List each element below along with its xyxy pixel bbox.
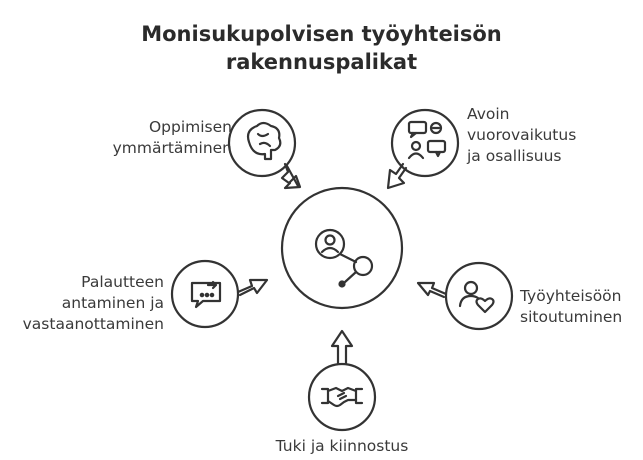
label-interaction-line-1: Avoin bbox=[467, 105, 510, 123]
label-interaction: Avoin vuorovaikutus ja osallisuus bbox=[467, 104, 617, 167]
label-support-line-1: Tuki ja kiinnostus bbox=[275, 437, 409, 455]
label-feedback-line-1: Palautteen bbox=[81, 273, 164, 291]
person-network-icon bbox=[314, 228, 374, 288]
title-line-2: rakennuspalikat bbox=[225, 50, 418, 74]
label-learning-line-2: ymmärtäminen bbox=[112, 139, 232, 157]
support-node bbox=[307, 329, 377, 432]
arrow-commitment bbox=[416, 281, 448, 299]
label-interaction-line-2: vuorovaikutus bbox=[467, 126, 577, 144]
brain-icon bbox=[246, 121, 282, 161]
label-feedback-line-3: vastaanottaminen bbox=[22, 315, 164, 333]
interaction-node bbox=[386, 108, 460, 190]
title-line-1: Monisukupolvisen työyhteisön bbox=[141, 22, 502, 46]
arrow-interaction bbox=[386, 162, 408, 190]
label-feedback: Palautteen antaminen ja vastaanottaminen bbox=[12, 272, 164, 335]
label-interaction-line-3: ja osallisuus bbox=[467, 147, 562, 165]
label-commitment-line-2: sitoutuminen bbox=[520, 308, 623, 326]
person-heart-icon bbox=[458, 280, 495, 314]
label-learning: Oppimisen ymmärtäminen bbox=[108, 117, 232, 159]
arrow-learning bbox=[280, 162, 302, 190]
label-commitment-line-1: Työyhteisöön bbox=[520, 287, 622, 305]
label-commitment: Työyhteisöön sitoutuminen bbox=[520, 286, 638, 328]
arrow-support bbox=[330, 329, 354, 366]
arrow-feedback bbox=[236, 278, 269, 297]
feedback-chat-icon bbox=[190, 280, 222, 309]
center-node bbox=[280, 186, 404, 310]
handshake-icon bbox=[320, 386, 364, 408]
label-learning-line-1: Oppimisen bbox=[148, 118, 232, 136]
label-feedback-line-2: antaminen ja bbox=[61, 294, 164, 312]
feedback-node bbox=[170, 259, 269, 329]
commitment-node bbox=[416, 261, 514, 331]
label-support: Tuki ja kiinnostus bbox=[252, 436, 432, 457]
learning-node bbox=[227, 108, 302, 190]
diagram-title: Monisukupolvisen työyhteisön rakennuspal… bbox=[0, 20, 643, 76]
conversation-icon bbox=[407, 120, 447, 160]
